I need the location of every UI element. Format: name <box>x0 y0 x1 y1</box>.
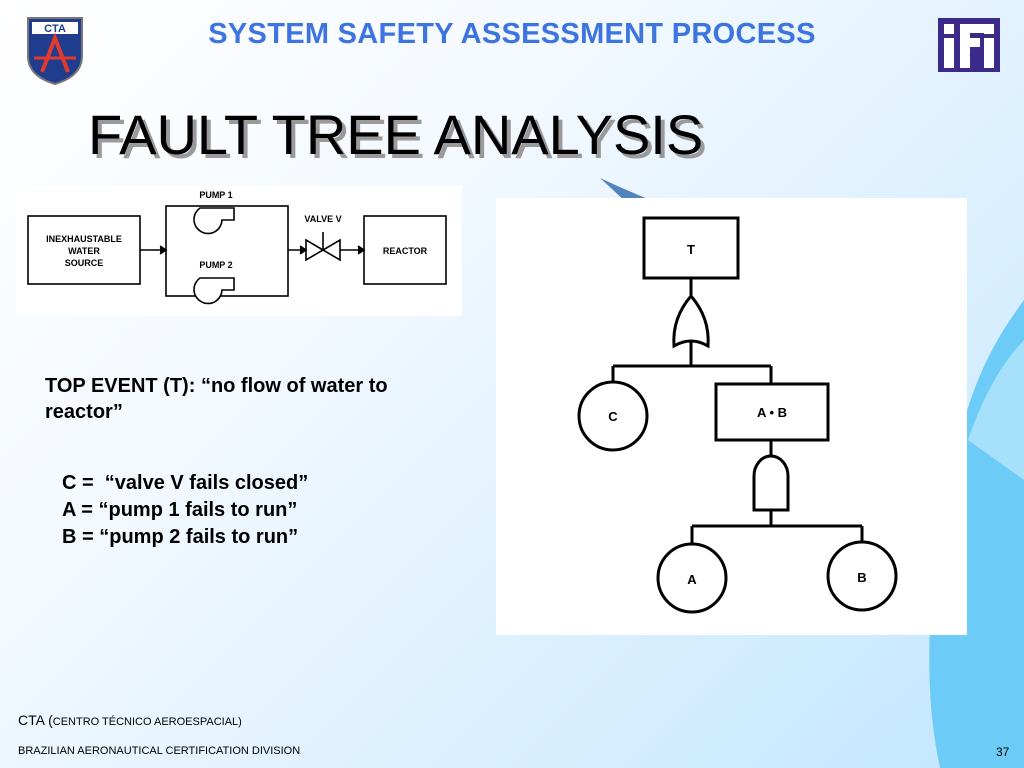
legend-item-c: C = “valve V fails closed” <box>62 472 309 494</box>
footer-org-full: CENTRO TÉCNICO AEROESPACIAL) <box>52 716 242 728</box>
intermediate-event-label: A • B <box>757 405 787 420</box>
pump-1-symbol <box>193 207 235 235</box>
slide-title: FAULT TREE ANALYSIS <box>88 103 704 166</box>
or-gate-symbol <box>672 293 710 349</box>
page-number: 37 <box>996 745 1010 759</box>
legend-item-a: A = “pump 1 fails to run” <box>62 499 298 521</box>
valve-symbol <box>305 238 341 262</box>
basic-event-a-label: A <box>687 572 697 587</box>
cta-logo-text: CTA <box>44 23 66 35</box>
header-title: SYSTEM SAFETY ASSESSMENT PROCESS <box>208 18 816 50</box>
footer-division: BRAZILIAN AERONAUTICAL CERTIFICATION DIV… <box>18 745 301 757</box>
footer-org-prefix: CTA ( <box>18 712 53 728</box>
basic-event-b-circle <box>826 540 898 612</box>
legend-item-b: B = “pump 2 fails to run” <box>62 526 299 548</box>
source-label-line2: WATER <box>68 246 100 256</box>
basic-event-c-label: C <box>608 409 618 424</box>
intermediate-event-box <box>714 382 830 442</box>
top-event-note: TOP EVENT (T): “no flow of water to reac… <box>45 375 388 423</box>
basic-event-c-circle <box>577 380 649 452</box>
cta-logo: CTA <box>24 14 86 86</box>
source-label-line3: SOURCE <box>65 258 104 268</box>
pump-2-symbol <box>193 277 235 305</box>
top-event-box <box>642 216 740 280</box>
system-diagram: INEXHAUSTABLE WATER SOURCE PUMP 1 PUMP 2… <box>16 186 462 316</box>
footer-organization: CTA (CENTRO TÉCNICO AEROESPACIAL) <box>18 712 242 728</box>
basic-event-b-label: B <box>857 570 866 585</box>
fault-tree-diagram: T C A • B A B <box>496 198 967 635</box>
pump-1-label: PUMP 1 <box>199 190 232 200</box>
event-legend: C = “valve V fails closed” A = “pump 1 f… <box>62 470 308 551</box>
and-gate-symbol <box>752 454 790 512</box>
pump-2-label: PUMP 2 <box>199 260 232 270</box>
valve-label: VALVE V <box>304 214 341 224</box>
basic-event-a-circle <box>656 542 728 614</box>
ifi-logo: ifi <box>936 16 1002 74</box>
source-label-line1: INEXHAUSTABLE <box>46 234 122 244</box>
reactor-label: REACTOR <box>383 246 428 256</box>
top-event-label: T <box>687 242 695 257</box>
